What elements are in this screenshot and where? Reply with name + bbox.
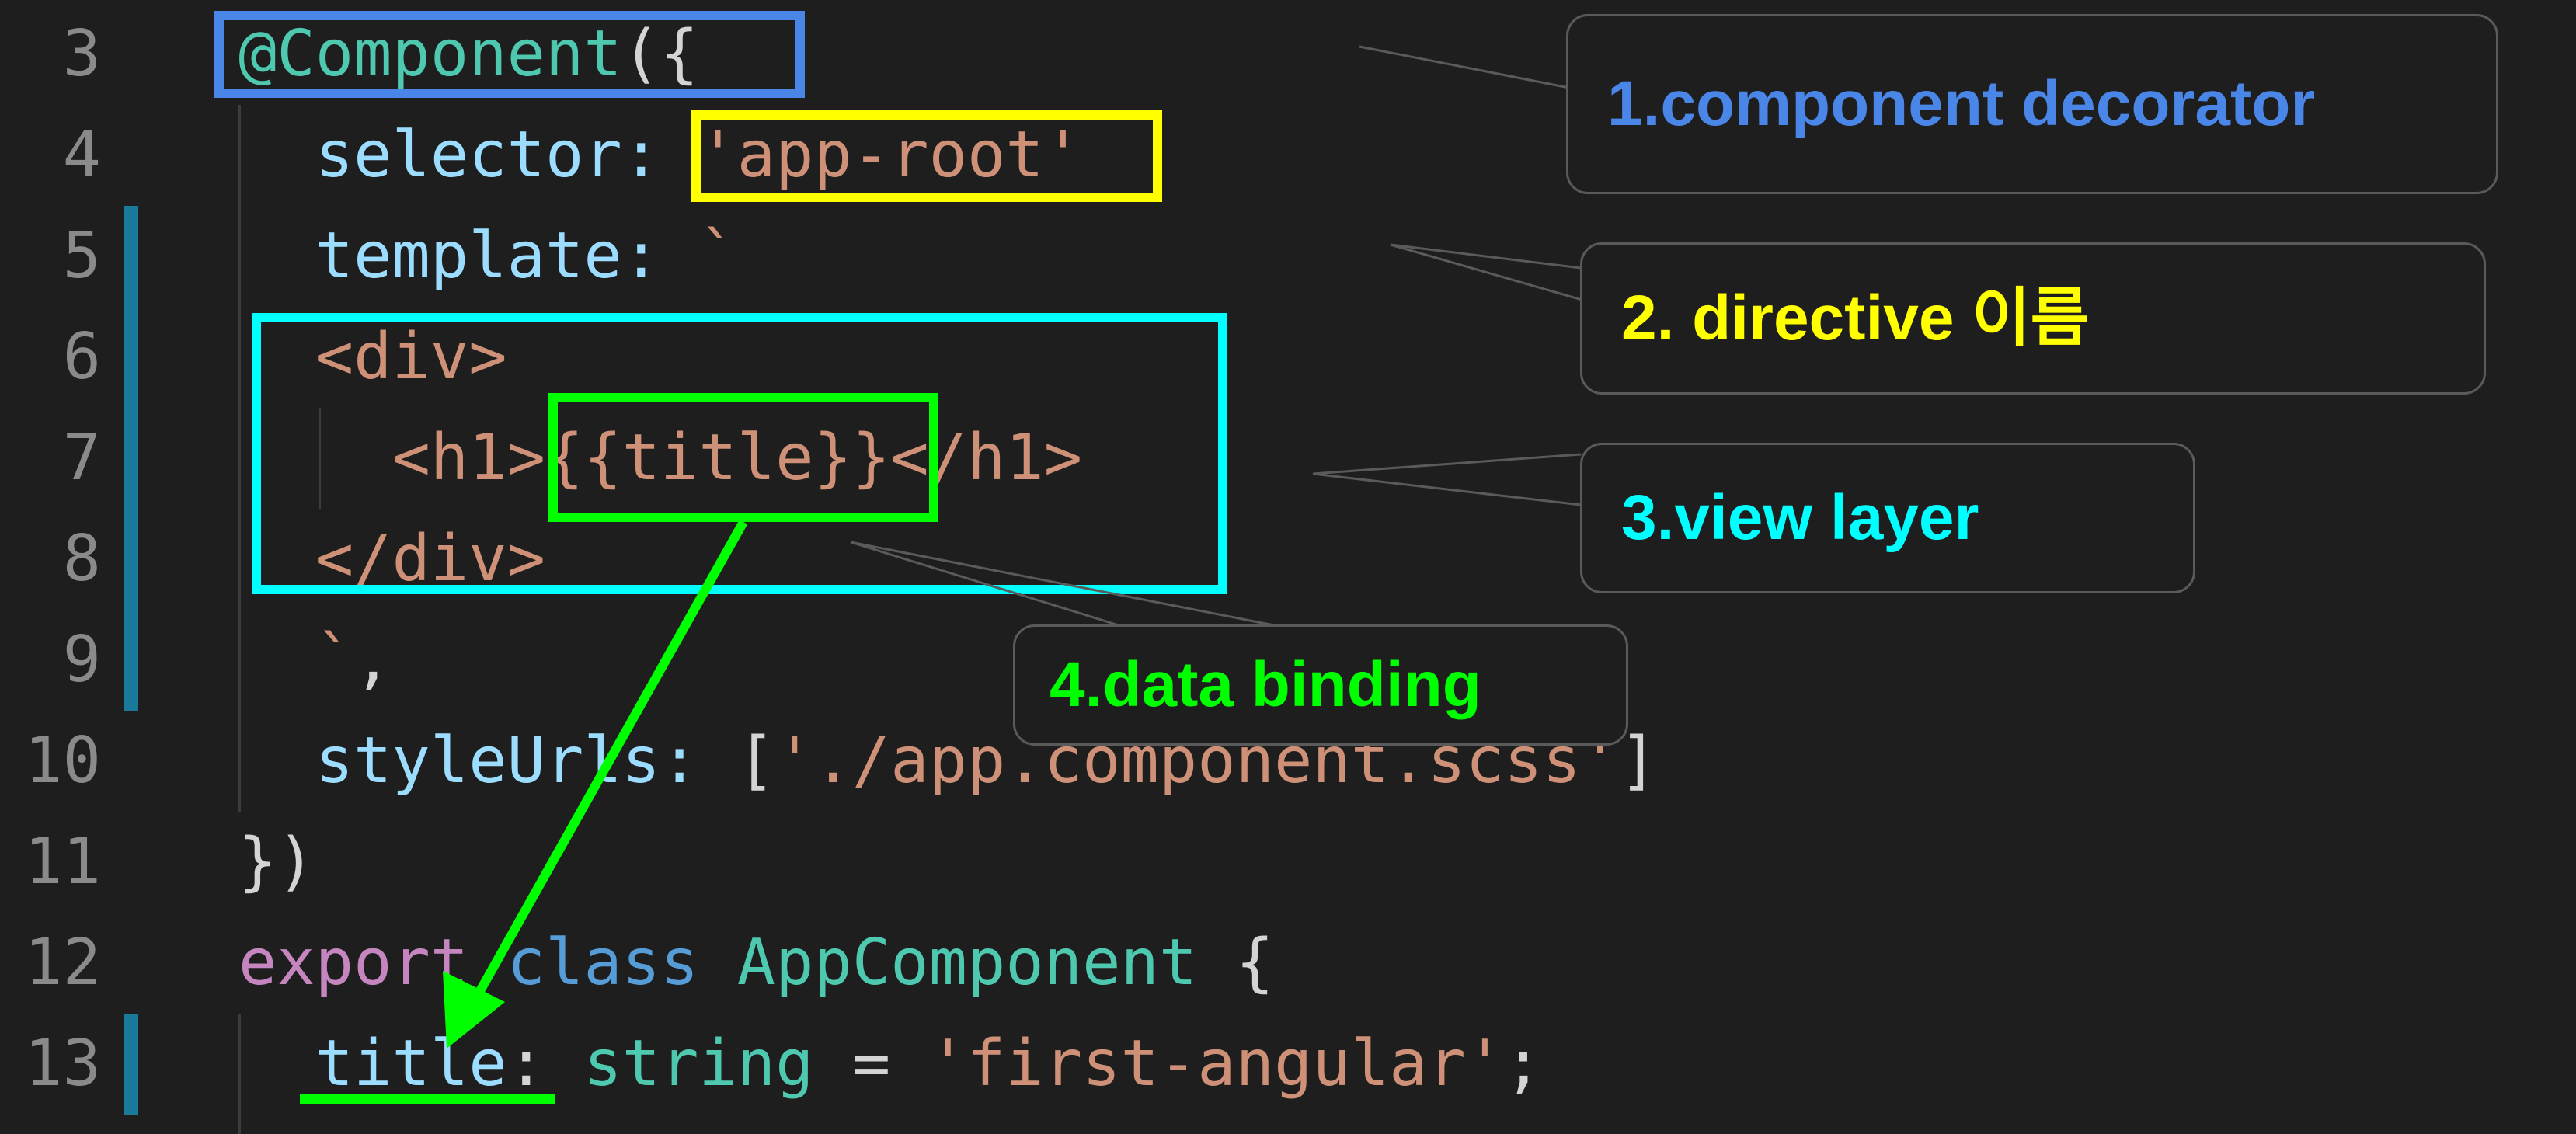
line-code: <div>: [238, 307, 507, 408]
code-token: 'app-root': [698, 118, 1083, 192]
line-code: `,: [238, 610, 392, 711]
code-token: ,: [353, 623, 392, 697]
code-token: </div>: [238, 522, 545, 596]
callout-pointer: [1390, 243, 1582, 270]
code-token: ({: [621, 17, 699, 91]
callout-directive-name: 2. directive 이름: [1580, 242, 2486, 395]
line-number: 8: [62, 522, 101, 596]
binding-arrow: [469, 520, 748, 1004]
callout-pointer: [850, 541, 1119, 627]
code-token: <h1>: [238, 421, 545, 495]
selector-highlight: [691, 110, 1162, 202]
line-code: <h1>{{title}}</h1>: [238, 408, 1082, 509]
indent-guide: [319, 408, 321, 509]
code-token: </h1>: [890, 421, 1083, 495]
line-code: selector: 'app-root': [238, 105, 1082, 206]
gutter-change-marker: [124, 206, 138, 711]
code-token: `: [698, 219, 737, 293]
code-token: {: [1197, 926, 1274, 1000]
indent-guide: [238, 1014, 241, 1134]
code-token: @Component: [238, 17, 622, 91]
line-number: 6: [62, 320, 101, 394]
code-token: export: [238, 926, 507, 1000]
line-code: template: `: [238, 206, 737, 307]
code-token: styleUrls:: [238, 724, 737, 798]
callout-label: 3.view layer: [1621, 482, 1979, 553]
data-binding-highlight: [548, 393, 938, 522]
code-token: title: [238, 1027, 507, 1101]
line-number: 4: [62, 118, 101, 192]
callout-component-decorator: 1.component decorator: [1566, 14, 2498, 194]
callout-label: 2. directive 이름: [1621, 283, 2090, 353]
gutter-change-marker: [124, 1014, 138, 1115]
code-token: }): [238, 825, 315, 899]
code-token: 'first-angular': [928, 1027, 1505, 1101]
code-token: <div>: [238, 320, 507, 394]
code-token: {{title}}: [545, 421, 891, 495]
code-token: ;: [1504, 1027, 1543, 1101]
callout-pointer: [850, 541, 1275, 627]
line-code: @Component({: [238, 4, 698, 105]
line-number: 13: [24, 1027, 101, 1101]
binding-arrow-head: [443, 971, 505, 1049]
line-number: 5: [62, 219, 101, 293]
code-token: template:: [238, 219, 699, 293]
code-token: ]: [1619, 724, 1658, 798]
code-token: string: [583, 1027, 814, 1101]
code-token: [: [736, 724, 776, 798]
callout-pointer: [1359, 45, 1578, 91]
line-number: 9: [62, 623, 101, 697]
code-token: =: [813, 1027, 929, 1101]
code-token: :: [506, 1027, 584, 1101]
callout-pointer: [1312, 472, 1582, 506]
callout-label: 4.data binding: [1050, 649, 1481, 720]
callout-pointer: [1390, 243, 1593, 304]
line-code: </div>: [238, 509, 545, 610]
line-number: 10: [24, 724, 101, 798]
line-number: 7: [62, 421, 101, 495]
line-number: 12: [24, 926, 101, 1000]
view-layer-highlight: [252, 313, 1227, 594]
line-code: export class AppComponent {: [238, 913, 1274, 1014]
callout-label: 1.component decorator: [1607, 68, 2316, 139]
line-number: 11: [24, 825, 101, 899]
callout-view-layer: 3.view layer: [1580, 443, 2195, 593]
code-token: selector:: [238, 118, 699, 192]
code-token: AppComponent: [736, 926, 1198, 1000]
code-token: `: [238, 623, 354, 697]
callout-pointer: [1312, 453, 1582, 475]
callout-data-binding: 4.data binding: [1013, 624, 1628, 746]
line-code: }): [238, 812, 315, 913]
line-number: 3: [62, 17, 101, 91]
line-code: title: string = 'first-angular';: [238, 1014, 1543, 1115]
code-token: class: [506, 926, 737, 1000]
indent-guide: [238, 105, 241, 812]
component-decorator-highlight: [214, 11, 805, 98]
